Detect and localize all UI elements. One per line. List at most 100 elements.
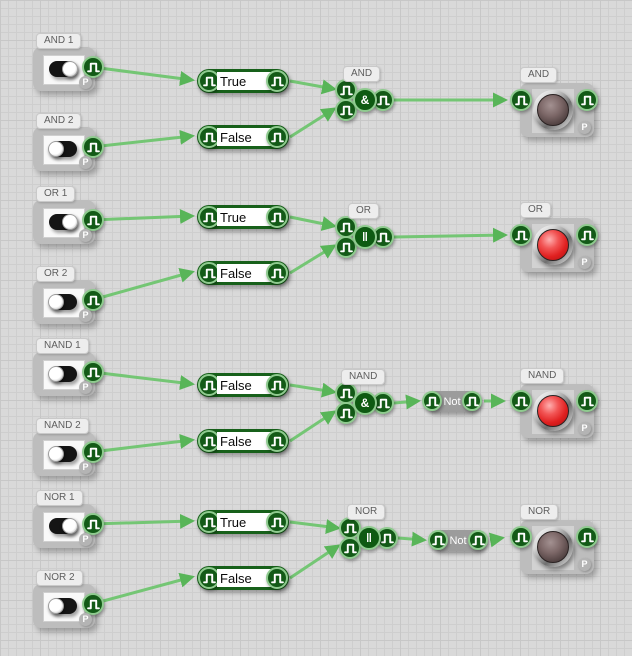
toggle-switch[interactable]	[48, 141, 77, 157]
node-title-or-1: OR 1	[36, 186, 76, 202]
lamp-dome[interactable]	[537, 229, 569, 261]
wire	[393, 394, 421, 410]
toggle-knob[interactable]	[48, 446, 64, 462]
pulse-out-port[interactable]	[82, 593, 104, 615]
value-field[interactable]: False	[217, 432, 275, 450]
value-box[interactable]: False	[197, 125, 289, 149]
value-box[interactable]: True	[197, 205, 289, 229]
toggle-switch[interactable]	[49, 61, 78, 77]
pulse-out-port[interactable]	[576, 224, 598, 246]
value-field[interactable]: True	[217, 72, 275, 90]
value-box[interactable]: False	[197, 566, 289, 590]
pulse-out-port[interactable]	[576, 390, 598, 412]
pulse-out-port[interactable]	[82, 136, 104, 158]
value-box[interactable]: False	[197, 429, 289, 453]
gate-in-port-2[interactable]	[335, 99, 357, 121]
value-field[interactable]: False	[217, 128, 275, 146]
pulse-out-port[interactable]	[82, 289, 104, 311]
toggle-knob[interactable]	[48, 141, 64, 157]
gate-symbol[interactable]: ‖	[357, 526, 381, 550]
toggle-switch[interactable]	[48, 366, 77, 382]
lamp-dome[interactable]	[537, 531, 569, 563]
pulse-in-port[interactable]	[510, 224, 532, 246]
param-badge: P	[79, 229, 92, 242]
wire	[289, 244, 337, 275]
node-title-lamp: NAND	[520, 368, 565, 384]
pulse-out-port[interactable]	[266, 126, 288, 148]
toggle-knob[interactable]	[48, 294, 64, 310]
pulse-out-port[interactable]	[266, 430, 288, 452]
value-field[interactable]: True	[217, 513, 275, 531]
toggle-switch[interactable]	[49, 518, 78, 534]
pulse-out-port[interactable]	[266, 206, 288, 228]
lamp-dome[interactable]	[537, 94, 569, 126]
toggle-node-and-1[interactable]: P	[33, 47, 104, 91]
lamp-node[interactable]: P	[510, 384, 598, 438]
toggle-switch[interactable]	[48, 598, 77, 614]
gate-symbol[interactable]: &	[353, 88, 377, 112]
value-field[interactable]: False	[217, 569, 275, 587]
pulse-out-port[interactable]	[462, 391, 482, 411]
node-title-gate: OR	[348, 203, 379, 219]
pulse-in-port[interactable]	[510, 89, 532, 111]
toggle-knob[interactable]	[62, 518, 78, 534]
lamp-node[interactable]: P	[510, 218, 598, 272]
param-badge: P	[79, 76, 92, 89]
pulse-out-port[interactable]	[266, 511, 288, 533]
toggle-node-nor-2[interactable]: P	[33, 584, 104, 628]
pulse-out-port[interactable]	[266, 70, 288, 92]
wire	[289, 382, 337, 398]
lamp-dome[interactable]	[537, 395, 569, 427]
value-box[interactable]: False	[197, 373, 289, 397]
lamp-ring	[533, 90, 573, 130]
pulse-in-port[interactable]	[428, 530, 448, 550]
toggle-knob[interactable]	[48, 366, 64, 382]
pulse-out-port[interactable]	[82, 56, 104, 78]
toggle-knob[interactable]	[62, 214, 78, 230]
value-field[interactable]: False	[217, 376, 275, 394]
pulse-out-port[interactable]	[266, 567, 288, 589]
toggle-knob[interactable]	[62, 61, 78, 77]
pulse-out-port[interactable]	[266, 374, 288, 396]
toggle-switch[interactable]	[49, 214, 78, 230]
gate-symbol[interactable]: &	[353, 391, 377, 415]
pulse-out-port[interactable]	[82, 361, 104, 383]
value-box[interactable]: True	[197, 510, 289, 534]
toggle-panel	[43, 55, 85, 85]
node-title-lamp: AND	[520, 67, 558, 83]
toggle-node-nand-1[interactable]: P	[33, 352, 104, 396]
toggle-switch[interactable]	[48, 446, 77, 462]
pulse-out-port[interactable]	[82, 441, 104, 463]
value-field[interactable]: True	[217, 208, 275, 226]
lamp-node[interactable]: P	[510, 520, 598, 574]
value-box[interactable]: True	[197, 69, 289, 93]
pulse-out-port[interactable]	[266, 262, 288, 284]
toggle-panel	[43, 512, 85, 542]
not-node[interactable]: Not	[428, 530, 488, 551]
toggle-node-and-2[interactable]: P	[33, 127, 104, 171]
wire	[91, 268, 195, 302]
value-box[interactable]: False	[197, 261, 289, 285]
pulse-out-port[interactable]	[576, 89, 598, 111]
pulse-in-port[interactable]	[198, 262, 220, 284]
pulse-out-port[interactable]	[468, 530, 488, 550]
pulse-out-port[interactable]	[82, 209, 104, 231]
toggle-node-nor-1[interactable]: P	[33, 504, 104, 548]
pulse-out-port[interactable]	[82, 513, 104, 535]
toggle-node-or-1[interactable]: P	[33, 200, 104, 244]
toggle-node-or-2[interactable]: P	[33, 280, 104, 324]
pulse-in-port[interactable]	[510, 390, 532, 412]
lamp-node[interactable]: P	[510, 83, 598, 137]
pulse-in-port[interactable]	[198, 511, 220, 533]
toggle-node-nand-2[interactable]: P	[33, 432, 104, 476]
value-field[interactable]: False	[217, 264, 275, 282]
not-node[interactable]: Not	[422, 391, 482, 412]
gate-symbol[interactable]: ‖	[353, 225, 377, 249]
toggle-switch[interactable]	[48, 294, 77, 310]
pulse-out-port[interactable]	[576, 526, 598, 548]
toggle-knob[interactable]	[48, 598, 64, 614]
pulse-in-port[interactable]	[510, 526, 532, 548]
node-title-nand-2: NAND 2	[36, 418, 89, 434]
pulse-in-port[interactable]	[422, 391, 442, 411]
